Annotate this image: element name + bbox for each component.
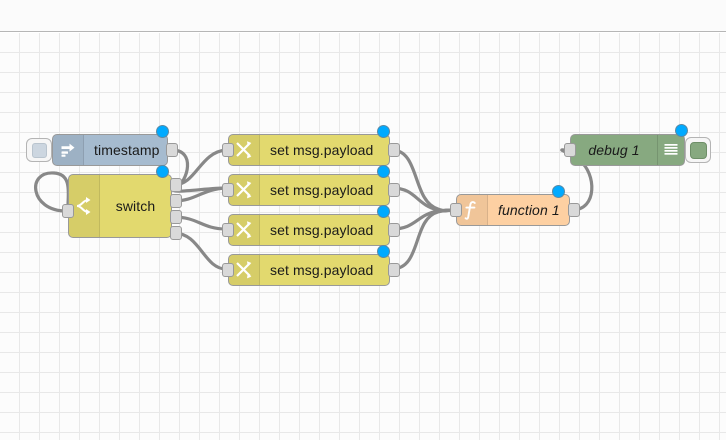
- editor-header-strip: [0, 0, 726, 32]
- change-swap-icon: [229, 215, 260, 245]
- switch-input-port[interactable]: [62, 204, 74, 218]
- switch-output-port-4[interactable]: [170, 226, 182, 240]
- change-2-status-dot: [377, 165, 390, 178]
- node-function-1-label: function 1: [498, 202, 560, 218]
- switch-output-port-1[interactable]: [170, 178, 182, 192]
- change-2-input-port[interactable]: [222, 183, 234, 197]
- inject-output-port[interactable]: [166, 143, 178, 157]
- node-debug-1[interactable]: debug 1: [570, 134, 685, 166]
- change-swap-icon: [229, 135, 260, 165]
- function-1-input-port[interactable]: [450, 203, 462, 217]
- inject-button-inner: [31, 142, 47, 158]
- debug-1-status-dot: [675, 124, 688, 137]
- debug-1-input-port[interactable]: [564, 143, 576, 157]
- node-change-4-label: set msg.payload: [270, 262, 374, 278]
- change-4-input-port[interactable]: [222, 263, 234, 277]
- node-change-3-label: set msg.payload: [270, 222, 374, 238]
- switch-status-dot: [156, 165, 169, 178]
- node-change-1-label: set msg.payload: [270, 142, 374, 158]
- node-inject-label: timestamp: [94, 142, 160, 158]
- function-f-icon: [457, 195, 488, 225]
- change-swap-icon: [229, 175, 260, 205]
- debug-enable-toggle-button[interactable]: [685, 137, 711, 163]
- function-1-output-port[interactable]: [568, 203, 580, 217]
- inject-status-dot: [156, 125, 169, 138]
- inject-trigger-button[interactable]: [26, 138, 52, 162]
- function-1-status-dot: [552, 185, 565, 198]
- change-3-status-dot: [377, 205, 390, 218]
- node-change-1[interactable]: set msg.payload: [228, 134, 390, 166]
- wire-switch-out4-to-change4[interactable]: [172, 231, 228, 271]
- change-1-output-port[interactable]: [388, 143, 400, 157]
- change-3-output-port[interactable]: [388, 223, 400, 237]
- arrow-right-inject-icon: [53, 135, 84, 165]
- change-3-input-port[interactable]: [222, 223, 234, 237]
- node-change-2-label: set msg.payload: [270, 182, 374, 198]
- switch-output-port-3[interactable]: [170, 210, 182, 224]
- node-function-1[interactable]: function 1: [456, 194, 570, 226]
- change-4-status-dot: [377, 245, 390, 258]
- wire-change4-to-function1[interactable]: [390, 208, 456, 271]
- node-change-2[interactable]: set msg.payload: [228, 174, 390, 206]
- change-1-input-port[interactable]: [222, 143, 234, 157]
- change-4-output-port[interactable]: [388, 263, 400, 277]
- debug-lines-icon: [657, 135, 684, 165]
- node-change-3[interactable]: set msg.payload: [228, 214, 390, 246]
- switch-fork-icon: [69, 175, 100, 237]
- change-2-output-port[interactable]: [388, 183, 400, 197]
- switch-output-port-2[interactable]: [170, 194, 182, 208]
- node-switch[interactable]: switch: [68, 174, 172, 238]
- change-swap-icon: [229, 255, 260, 285]
- node-switch-label: switch: [115, 198, 156, 214]
- flow-canvas[interactable]: timestamp switch: [0, 33, 726, 440]
- debug-toggle-inner: [689, 141, 707, 159]
- node-inject-timestamp[interactable]: timestamp: [52, 134, 168, 166]
- node-debug-1-label: debug 1: [588, 142, 640, 158]
- node-change-4[interactable]: set msg.payload: [228, 254, 390, 286]
- change-1-status-dot: [377, 125, 390, 138]
